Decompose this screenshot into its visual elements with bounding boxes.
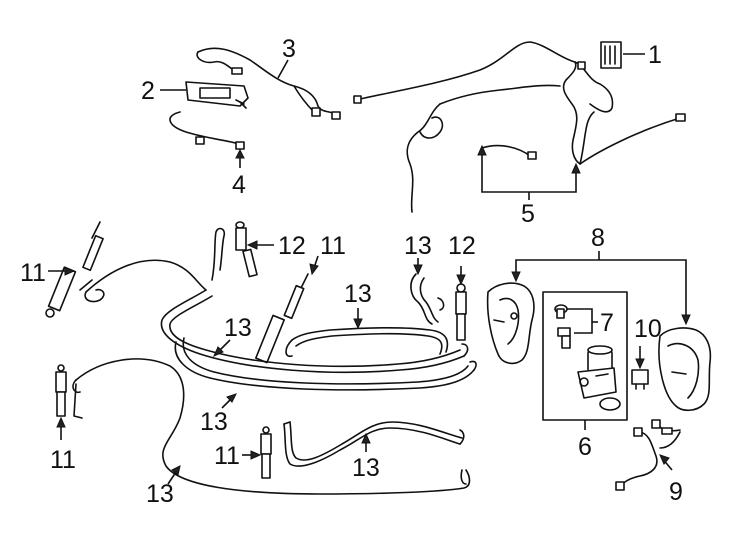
arrow-11b: [56, 416, 66, 428]
callout-12a: 12: [278, 232, 306, 260]
arrow-12a: [246, 240, 258, 250]
callout-8: 8: [591, 224, 605, 252]
part-6-hydraulic-pump: [577, 345, 621, 411]
part-12-strut-a: [235, 221, 258, 278]
leader-8: [511, 251, 691, 326]
leader-5: [477, 144, 581, 200]
part-13-hose-main-b: [174, 337, 477, 391]
callout-11c: 11: [320, 232, 346, 260]
arrow-12b: [456, 274, 466, 286]
part-11-strut-a: [45, 221, 104, 318]
part-5-roof-harness: [353, 41, 686, 213]
arrow-13e: [361, 432, 371, 444]
part-4-cable: [169, 111, 245, 150]
callout-13f: 13: [146, 480, 174, 508]
arrow-13b: [353, 318, 363, 330]
callout-7: 7: [600, 309, 614, 337]
arrow-11a: [64, 266, 76, 276]
callout-4: 4: [232, 171, 246, 199]
callout-12b: 12: [448, 232, 476, 260]
callout-13b: 13: [344, 280, 372, 308]
leader-3: [277, 59, 289, 79]
leader-13f: [167, 471, 177, 485]
arrow-13f: [171, 465, 181, 476]
part-10-relay: [631, 369, 649, 390]
arrow-13c: [213, 346, 224, 357]
part-13-hose-center: [285, 326, 449, 358]
part-11-strut-b: [55, 364, 67, 417]
callout-11d: 11: [214, 442, 240, 470]
part-13-hose-lower-center: [283, 421, 465, 467]
part-2-control-module: [185, 81, 249, 109]
callout-6: 6: [578, 433, 592, 461]
callout-13c: 13: [224, 314, 252, 342]
part-11-strut-c: [255, 273, 309, 364]
callout-3: 3: [282, 35, 296, 63]
callout-13e: 13: [352, 454, 380, 482]
callout-11a: 11: [20, 259, 46, 287]
callout-9: 9: [669, 478, 683, 506]
callout-2: 2: [141, 77, 155, 105]
part-13-hose-hook-top: [211, 227, 226, 281]
callout-13a: 13: [404, 232, 432, 260]
part-12-strut-b: [455, 283, 467, 341]
arrow-13a: [413, 264, 423, 276]
part-11-strut-d: [260, 426, 272, 479]
arrow-13d: [226, 393, 237, 403]
part-13-hose-lower-long: [72, 358, 471, 495]
part-8-housing-cover-left: [486, 282, 535, 365]
part-13-hose-upper-left: [79, 259, 207, 303]
arrow-9: [659, 454, 670, 465]
part-3-wiring-harness: [196, 47, 341, 120]
part-9-pigtail-harness: [615, 419, 681, 491]
part-5-cable-small: [481, 144, 537, 160]
arrow-4: [235, 148, 245, 159]
arrow-10: [635, 358, 645, 370]
callout-11b: 11: [50, 446, 76, 474]
callout-5: 5: [521, 200, 535, 228]
arrow-11c: [309, 263, 319, 276]
part-13-hose-main-a: [160, 289, 469, 374]
arrow-11d: [250, 450, 262, 460]
callout-10: 10: [634, 315, 662, 343]
part-8-housing-cover-right: [658, 327, 712, 412]
leader-7: [567, 308, 598, 334]
callout-1: 1: [648, 41, 662, 69]
part-7-fitting: [554, 304, 571, 349]
part-13-hose-hook-right: [410, 273, 445, 325]
part-1-module: [600, 41, 622, 69]
callout-13d: 13: [200, 408, 228, 436]
